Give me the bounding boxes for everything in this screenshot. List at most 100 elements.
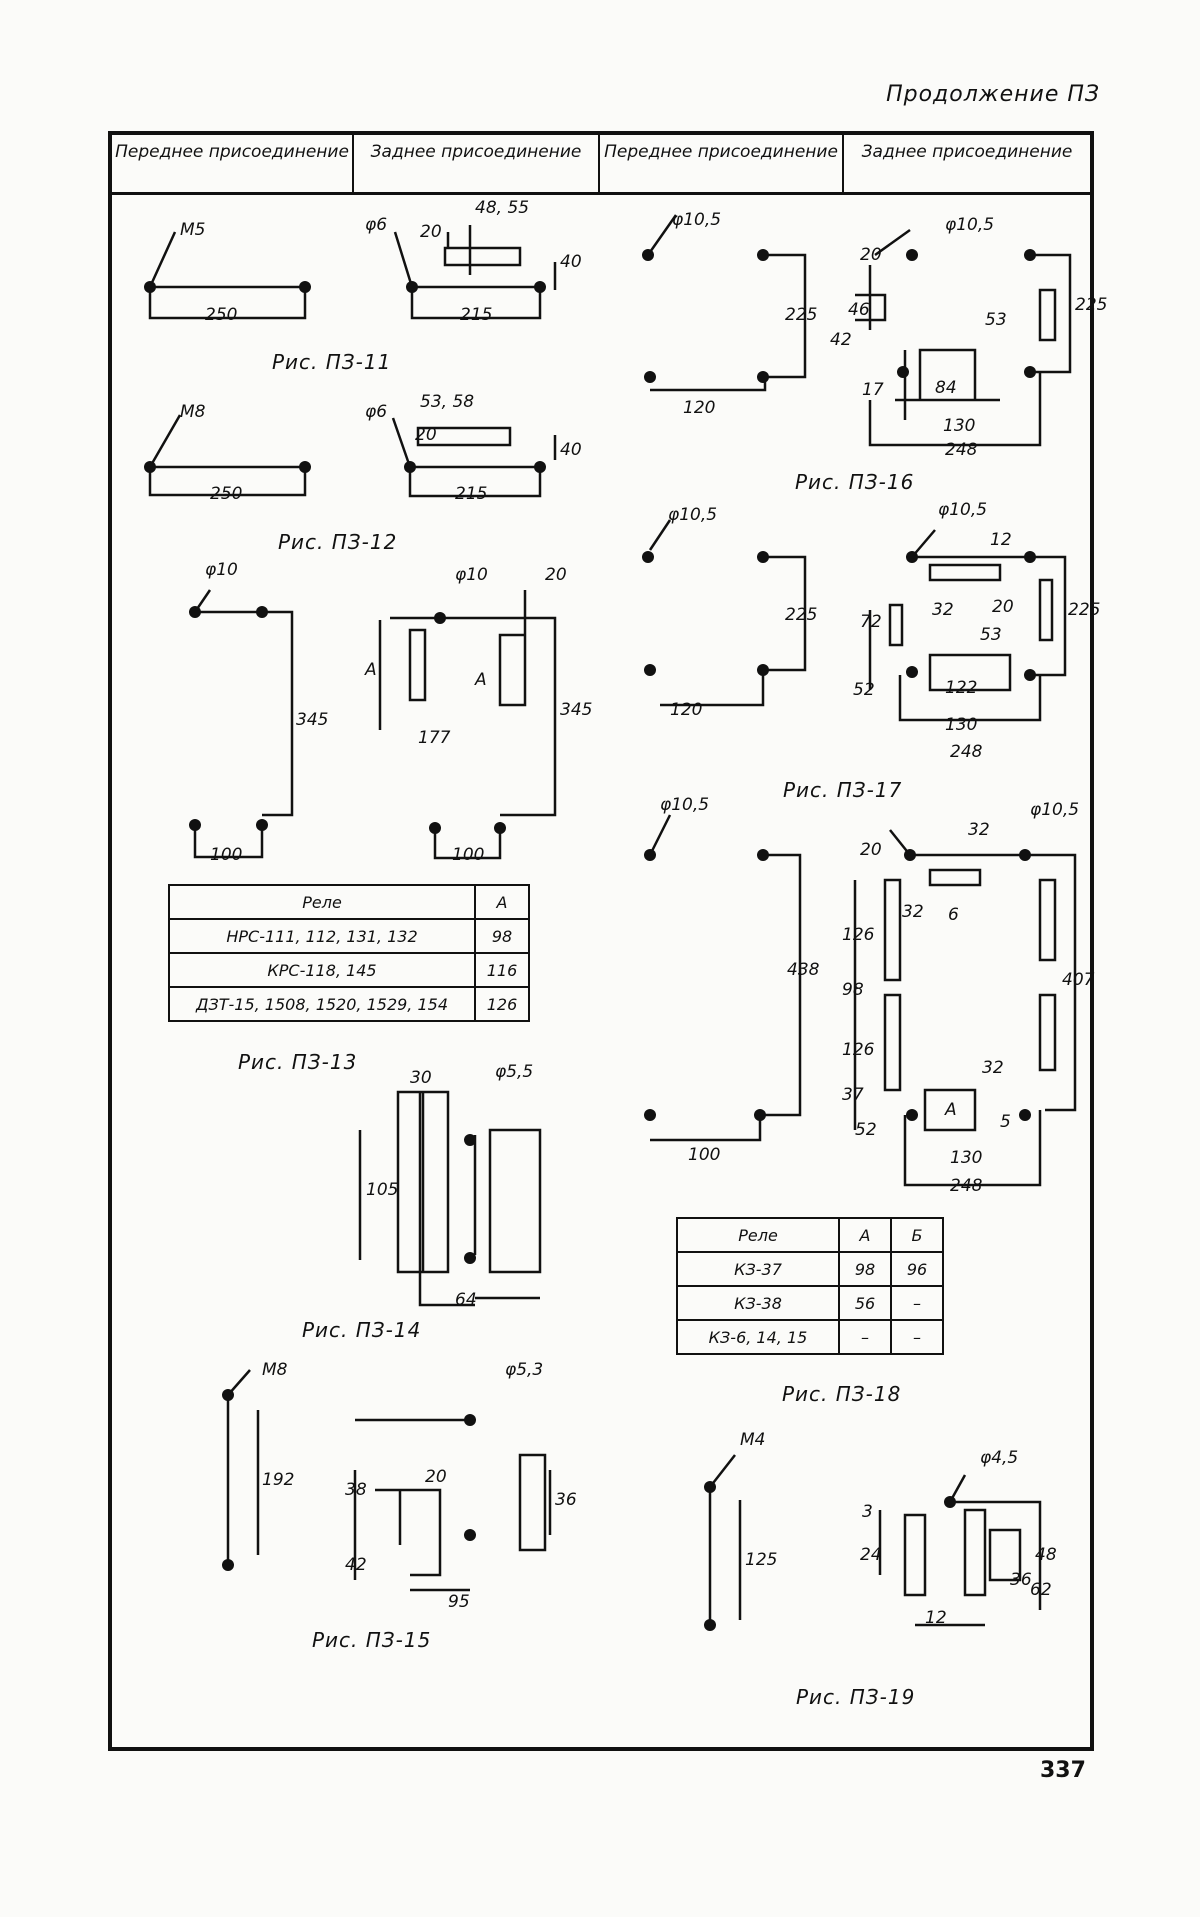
dim-label: 53 <box>985 310 1007 330</box>
dim-label: 62 <box>1030 1580 1052 1600</box>
dim-label: 6 <box>948 905 959 925</box>
relay-table-fig18: Реле А Б КЗ-37 98 96 КЗ-38 56 – КЗ-6, 14… <box>676 1217 944 1355</box>
table-cell: КЗ-38 <box>677 1286 839 1320</box>
table-cell: НРС-111, 112, 131, 132 <box>169 919 475 953</box>
dim-label: 100 <box>688 1145 720 1165</box>
dim-label: 32 <box>982 1058 1004 1078</box>
dim-label: 248 <box>945 440 977 460</box>
caption-fig-11: Рис. ПЗ-11 <box>272 350 391 374</box>
dim-label: А <box>475 670 487 690</box>
table-row: КРС-118, 145 116 <box>169 953 529 987</box>
table-cell: 98 <box>839 1252 891 1286</box>
caption-fig-19: Рис. ПЗ-19 <box>796 1685 915 1709</box>
table-cell: КРС-118, 145 <box>169 953 475 987</box>
dim-label: 225 <box>785 605 817 625</box>
dim-label: М5 <box>180 220 205 240</box>
dim-label: 42 <box>830 330 852 350</box>
dim-label: 225 <box>1068 600 1100 620</box>
table-row: НРС-111, 112, 131, 132 98 <box>169 919 529 953</box>
dim-label: 24 <box>860 1545 882 1565</box>
dim-label: 40 <box>560 252 582 272</box>
dim-label: 46 <box>848 300 870 320</box>
dim-label: 225 <box>785 305 817 325</box>
dim-label: φ10 <box>205 560 238 580</box>
dim-label: 98 <box>842 980 864 1000</box>
table-row: КЗ-6, 14, 15 – – <box>677 1320 943 1354</box>
dim-label: φ10,5 <box>668 505 717 525</box>
dim-label: 64 <box>455 1290 477 1310</box>
caption-fig-13: Рис. ПЗ-13 <box>238 1050 357 1074</box>
dim-label: 105 <box>366 1180 398 1200</box>
fig19-rear-outline <box>880 1475 1040 1625</box>
table-row: КЗ-38 56 – <box>677 1286 943 1320</box>
fig13-front-outline <box>195 590 292 857</box>
table-header: А <box>839 1218 891 1252</box>
dim-label: 3 <box>862 1502 873 1522</box>
dim-label: 130 <box>943 416 975 436</box>
table-header: Реле <box>677 1218 839 1252</box>
dim-label: 30 <box>410 1068 432 1088</box>
dim-label: 12 <box>990 530 1012 550</box>
fig15-rear-outline <box>355 1420 550 1590</box>
table-cell: 96 <box>891 1252 943 1286</box>
dim-label: 40 <box>560 440 582 460</box>
dim-label: 126 <box>842 1040 874 1060</box>
dim-label: 5 <box>1000 1112 1011 1132</box>
dim-label: 250 <box>205 305 237 325</box>
dim-label: 17 <box>862 380 884 400</box>
dim-label: 36 <box>1010 1570 1032 1590</box>
dim-label: 12 <box>925 1608 947 1628</box>
dim-label: 120 <box>670 700 702 720</box>
dim-label: φ10 <box>455 565 488 585</box>
dim-label: φ10,5 <box>945 215 994 235</box>
dim-label: 345 <box>560 700 592 720</box>
table-cell: ДЗТ-15, 1508, 1520, 1529, 154 <box>169 987 475 1021</box>
caption-fig-14: Рис. ПЗ-14 <box>302 1318 421 1342</box>
table-row: КЗ-37 98 96 <box>677 1252 943 1286</box>
dim-label: 36 <box>555 1490 577 1510</box>
dim-label: 48 <box>1035 1545 1057 1565</box>
dim-label: 32 <box>932 600 954 620</box>
dim-label: 250 <box>210 484 242 504</box>
dim-label: 215 <box>455 484 487 504</box>
caption-fig-12: Рис. ПЗ-12 <box>278 530 397 554</box>
dim-label: 20 <box>420 222 442 242</box>
dim-label: 130 <box>950 1148 982 1168</box>
dim-label: φ6 <box>365 215 387 235</box>
dim-label: 130 <box>945 715 977 735</box>
table-cell: 56 <box>839 1286 891 1320</box>
dim-label: 20 <box>860 840 882 860</box>
dim-label: 192 <box>262 1470 294 1490</box>
table-cell: КЗ-37 <box>677 1252 839 1286</box>
dim-label: 95 <box>448 1592 470 1612</box>
dim-label: 122 <box>945 678 977 698</box>
dim-label: φ6 <box>365 402 387 422</box>
dim-label: 100 <box>452 845 484 865</box>
table-cell: – <box>839 1320 891 1354</box>
table-cell: 116 <box>475 953 529 987</box>
dim-label: 48, 55 <box>475 198 529 218</box>
fig13-rear-outline <box>380 590 555 858</box>
dim-label: 42 <box>345 1555 367 1575</box>
dim-label: 20 <box>415 425 437 445</box>
dim-label: М8 <box>262 1360 287 1380</box>
table-row: ДЗТ-15, 1508, 1520, 1529, 154 126 <box>169 987 529 1021</box>
fig15-front-outline <box>228 1370 258 1565</box>
dim-label: 52 <box>853 680 875 700</box>
dim-label: 125 <box>745 1550 777 1570</box>
fig18-front-outline <box>650 815 800 1140</box>
dim-label: 20 <box>425 1467 447 1487</box>
dim-label: φ5,3 <box>505 1360 543 1380</box>
caption-fig-16: Рис. ПЗ-16 <box>795 470 914 494</box>
dim-label: 20 <box>860 245 882 265</box>
fig17-front-outline <box>650 520 805 705</box>
dim-label: 32 <box>902 902 924 922</box>
dim-label: 20 <box>992 597 1014 617</box>
dim-label: φ5,5 <box>495 1062 533 1082</box>
dim-label: 100 <box>210 845 242 865</box>
dim-label: φ10,5 <box>660 795 709 815</box>
dim-label: А <box>945 1100 957 1120</box>
dim-label: φ4,5 <box>980 1448 1018 1468</box>
dim-label: 215 <box>460 305 492 325</box>
dim-label: 177 <box>418 728 450 748</box>
